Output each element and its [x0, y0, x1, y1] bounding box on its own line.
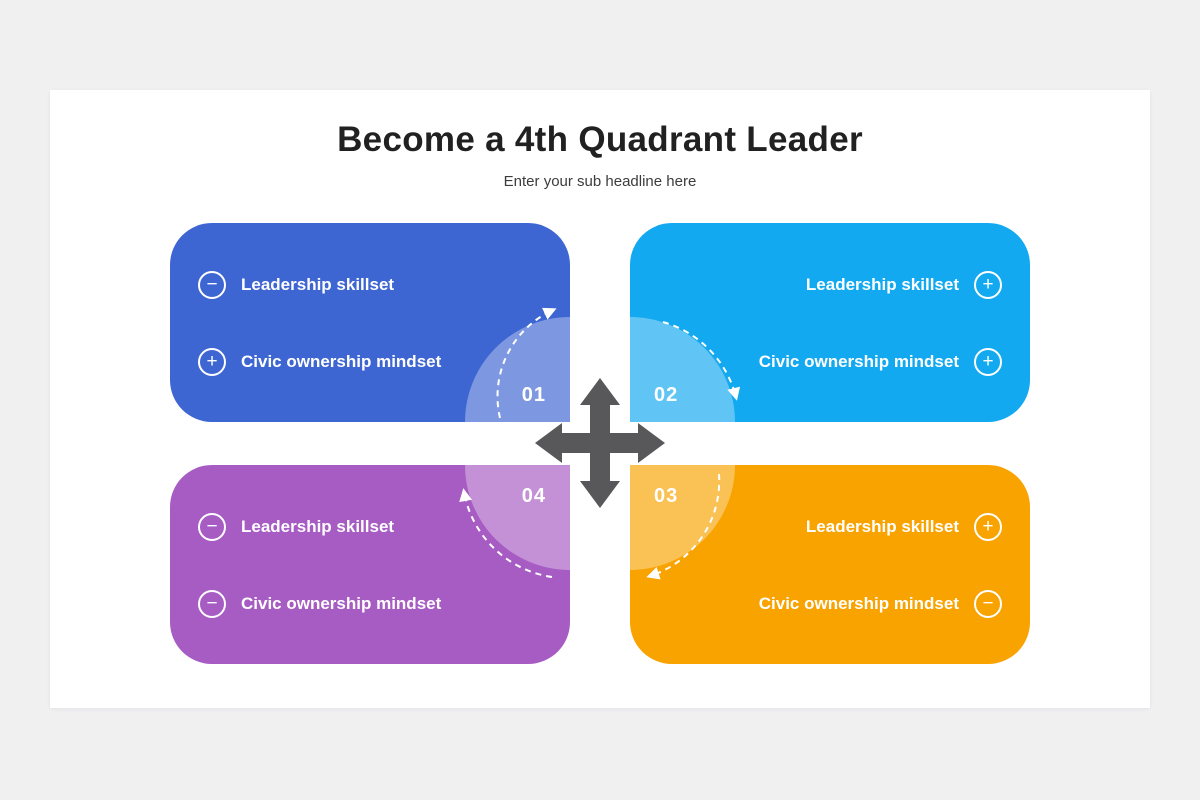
quadrant-card-04: − Leadership skillset − Civic ownership …	[170, 465, 570, 664]
quadrant-item: − Civic ownership mindset	[759, 590, 1002, 618]
quadrant-number: 04	[521, 485, 546, 507]
quadrant-item: + Leadership skillset	[806, 271, 1002, 299]
quadrant-item: − Civic ownership mindset	[198, 590, 441, 618]
minus-icon: −	[198, 590, 226, 618]
quadrant-card-01: − Leadership skillset + Civic ownership …	[170, 223, 570, 422]
quarter-circle-04	[465, 465, 570, 570]
item-label: Leadership skillset	[805, 275, 959, 294]
quadrant-number: 01	[521, 384, 546, 406]
quarter-circle-02	[630, 317, 735, 422]
plus-icon: +	[974, 271, 1002, 299]
minus-icon: −	[198, 513, 226, 541]
item-label: Civic ownership mindset	[758, 594, 959, 613]
minus-icon: −	[198, 271, 226, 299]
quadrant-card-02: + Leadership skillset + Civic ownership …	[630, 223, 1030, 422]
item-label: Leadership skillset	[241, 275, 395, 294]
item-label: Leadership skillset	[805, 517, 959, 536]
quadrant-item: − Leadership skillset	[198, 513, 394, 541]
plus-icon: +	[198, 348, 226, 376]
quarter-circle-03	[630, 465, 735, 570]
quarter-circle-01	[465, 317, 570, 422]
plus-icon: +	[974, 513, 1002, 541]
item-label: Civic ownership mindset	[758, 352, 959, 371]
plus-icon: +	[974, 348, 1002, 376]
quadrant-item: + Leadership skillset	[806, 513, 1002, 541]
quadrant-card-03: + Leadership skillset − Civic ownership …	[630, 465, 1030, 664]
quadrant-item: + Civic ownership mindset	[198, 348, 441, 376]
page-title: Become a 4th Quadrant Leader	[337, 120, 863, 159]
item-label: Civic ownership mindset	[241, 352, 442, 371]
item-label: Leadership skillset	[241, 517, 395, 536]
item-label: Civic ownership mindset	[241, 594, 442, 613]
page-subtitle: Enter your sub headline here	[503, 173, 697, 190]
quadrant-number: 02	[654, 384, 679, 406]
quadrant-item: + Civic ownership mindset	[759, 348, 1002, 376]
quadrant-item: − Leadership skillset	[198, 271, 394, 299]
minus-icon: −	[974, 590, 1002, 618]
quadrant-number: 03	[654, 485, 679, 507]
